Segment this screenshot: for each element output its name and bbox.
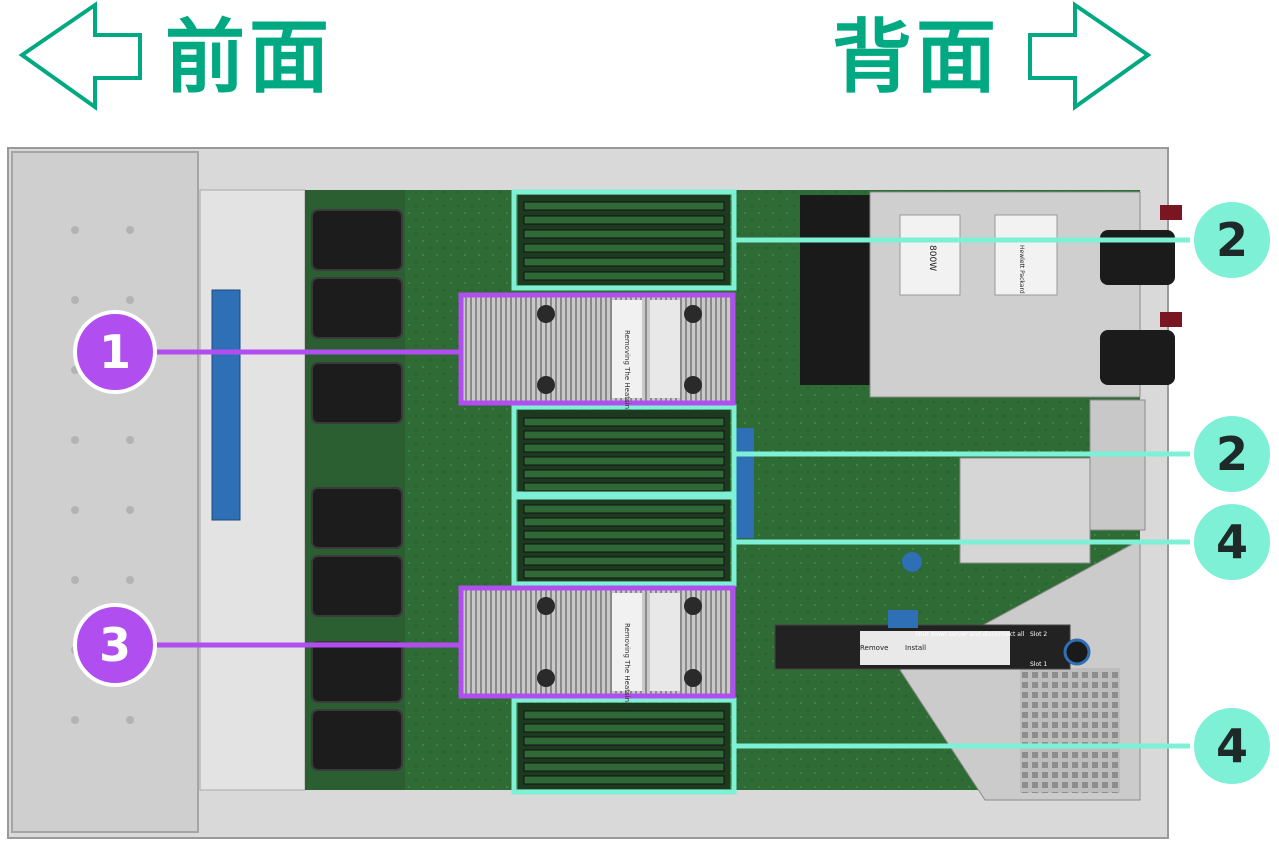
callout-badge-processor-1: 1 (73, 310, 157, 394)
dimm-bank-mid (518, 410, 730, 494)
callout-badge-processor-1-label: 1 (99, 325, 131, 379)
riser-remove-label: Remove (860, 644, 888, 652)
riser-cage (736, 399, 1146, 801)
callout-badge-processor-2: 3 (73, 603, 157, 687)
callout-badge-memory-top-label: 2 (1216, 213, 1248, 267)
power-supply-bay (800, 191, 1182, 398)
heatsink-1-title: Removing The Heatsink (623, 330, 631, 414)
fan-array (311, 209, 403, 771)
processor-callout-lines (150, 292, 736, 699)
front-arrow-icon (18, 1, 142, 111)
heatsink-2-title: Removing The Heatsink (623, 623, 631, 707)
processor-1-heatsink (462, 297, 732, 401)
front-label: 前面 (165, 11, 333, 104)
back-arrow-icon (1028, 1, 1152, 111)
riser-slot-2-label: Slot 2 (1030, 631, 1047, 638)
callout-badge-memory-mid: 2 (1190, 412, 1274, 496)
riser-install-label: Install (905, 644, 926, 652)
psu-brand-label: Hewlett Packard (1018, 245, 1025, 294)
callout-badge-processor-2-label: 3 (99, 618, 131, 672)
callout-badge-memory-mid-label: 2 (1216, 427, 1248, 481)
dimm-bank-lower-mid (518, 497, 730, 581)
riser-slot-1-label: Slot 1 (1030, 661, 1047, 668)
callout-badge-memory-lower-mid-label: 4 (1216, 515, 1248, 569)
memory-callout-lines (511, 189, 1195, 795)
dimm-bank-bottom (518, 703, 730, 789)
dimm-bank-top (518, 195, 730, 285)
callout-badge-memory-bottom: 4 (1190, 704, 1274, 788)
callout-badge-memory-top: 2 (1190, 198, 1274, 282)
callout-badge-memory-bottom-label: 4 (1216, 719, 1248, 773)
psu-model-label: 800W (927, 245, 937, 271)
callout-badge-memory-lower-mid: 4 (1190, 500, 1274, 584)
processor-2-heatsink (462, 590, 732, 694)
riser-warning-label: Shut down server and disconnect all (915, 631, 1025, 638)
back-label: 背面 (832, 11, 1000, 104)
